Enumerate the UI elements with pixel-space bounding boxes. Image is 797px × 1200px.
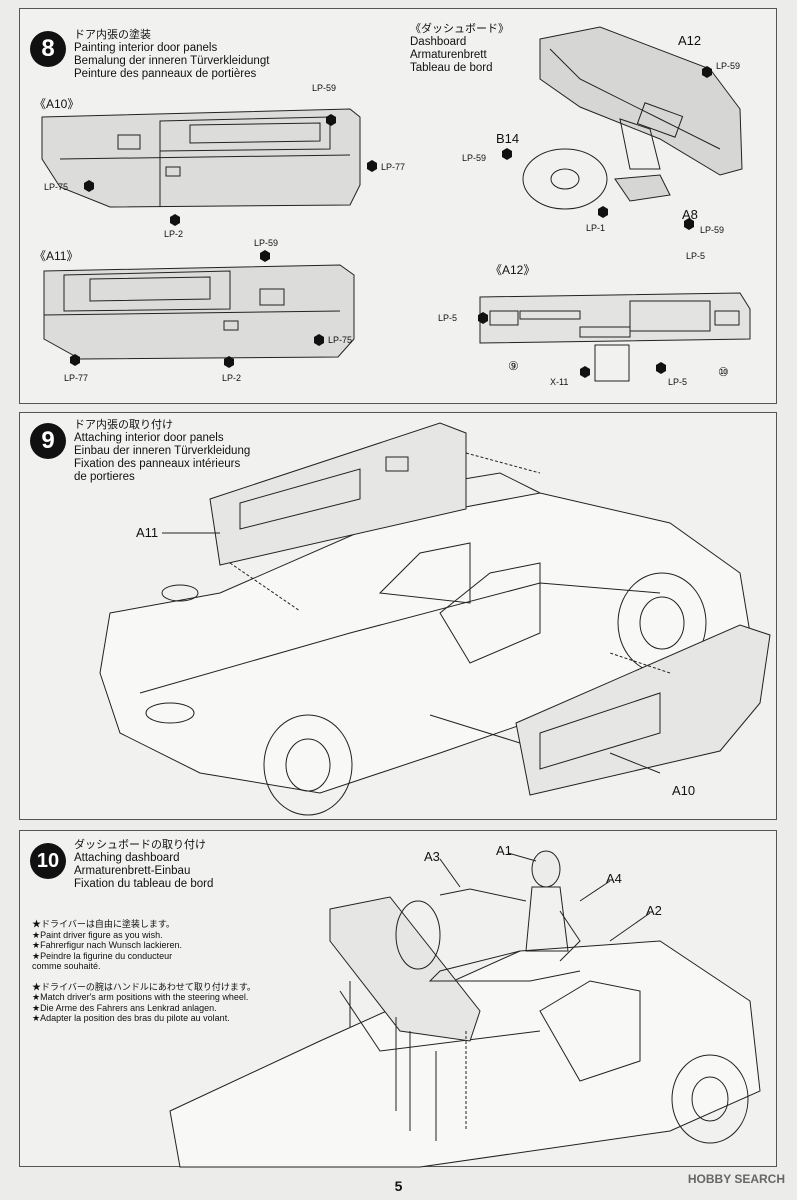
label-a10-lp2: LP-2 <box>164 229 184 239</box>
note-line: ★Fahrerfigur nach Wunsch lackieren. <box>32 940 182 950</box>
step-10-title: ダッシュボードの取り付け Attaching dashboard Armatur… <box>74 839 213 891</box>
label-lp1: LP-1 <box>586 223 606 233</box>
step-10-number: 10 <box>30 843 66 879</box>
color-markers <box>70 66 712 378</box>
dashboard-title: 《ダッシュボード》 Dashboard Armaturenbrett Table… <box>410 23 509 75</box>
note-line: ★ドライバーは自由に塗装します。 <box>32 919 175 929</box>
label-a12: A12 <box>678 33 702 48</box>
label-a12-lp59: LP-59 <box>716 61 741 71</box>
step-9-title-fr-2: de portieres <box>74 471 135 483</box>
ref-step-10: ⑩ <box>718 365 729 379</box>
note-line: ★Match driver's arm positions with the s… <box>32 992 249 1002</box>
label-a10-lp77: LP-77 <box>381 162 406 172</box>
ref-step-9: ⑨ <box>508 359 519 373</box>
step-8-title-jp: ドア内張の塗装 <box>74 29 151 41</box>
label-a8-lp59: LP-59 <box>700 225 725 235</box>
label-a12v-lp5-left: LP-5 <box>438 313 458 323</box>
step-9-drawing <box>99 422 771 816</box>
label-b14-lp59: LP-59 <box>462 153 487 163</box>
step-9-panel: 9 ドア内張の取り付け Attaching interior door pane… <box>19 412 777 820</box>
step-9-title: ドア内張の取り付け Attaching interior door panels… <box>74 419 250 484</box>
note-line: ★ドライバーの腕はハンドルにあわせて取り付けます。 <box>32 981 256 992</box>
step-9-number: 9 <box>30 423 66 459</box>
label-a12v-lp5-bottom: LP-5 <box>668 377 688 387</box>
step-9-title-fr: Fixation des panneaux intérieurs <box>74 458 241 470</box>
label-a11: A11 <box>136 525 159 540</box>
door-panel-a10-drawing <box>41 108 361 208</box>
label-a2: A2 <box>646 903 662 918</box>
label-a10-lp59: LP-59 <box>312 83 337 93</box>
note-line <box>32 972 332 982</box>
step-10-title-jp: ダッシュボードの取り付け <box>74 839 206 851</box>
step-8-number: 8 <box>30 31 66 67</box>
step-8-title-en: Painting interior door panels <box>74 42 218 54</box>
note-line: ★Peindre la figurine du conducteur <box>32 950 173 961</box>
label-a11-lp75: LP-75 <box>328 335 353 345</box>
step-9-title-jp: ドア内張の取り付け <box>74 419 173 431</box>
watermark: HOBBY SEARCH <box>687 1172 785 1186</box>
dashboard-title-en: Dashboard <box>410 36 467 48</box>
dashboard-title-de: Armaturenbrett <box>410 49 487 61</box>
step-10-title-en: Attaching dashboard <box>74 852 180 864</box>
dashboard-3d-drawing <box>522 26 743 210</box>
subheading-a10: 《A10》 <box>34 97 80 111</box>
step-8-title-fr: Peinture des panneaux de portières <box>74 68 257 80</box>
subheading-a12: 《A12》 <box>490 263 536 277</box>
label-a8: A8 <box>682 207 698 222</box>
dashboard-title-fr: Tableau de bord <box>410 62 493 74</box>
step-9-title-en: Attaching interior door panels <box>74 432 224 444</box>
label-a10-lp75: LP-75 <box>44 182 69 192</box>
label-a3: A3 <box>424 849 440 864</box>
label-a1: A1 <box>496 843 512 858</box>
step-8-title: ドア内張の塗装 Painting interior door panels Be… <box>74 29 269 81</box>
step-8-panel: 8 ドア内張の塗装 Painting interior door panels … <box>19 8 777 404</box>
door-panel-a11-drawing <box>43 264 355 360</box>
label-a12v-lp5-top: LP-5 <box>686 251 706 261</box>
note-line: ★Paint driver figure as you wish. <box>32 929 163 940</box>
label-b14: B14 <box>496 131 520 146</box>
step-10-drawing <box>169 850 761 1168</box>
page-number: 5 <box>394 1178 403 1194</box>
label-a11-lp77: LP-77 <box>64 373 89 383</box>
dashboard-title-jp: 《ダッシュボード》 <box>410 23 509 35</box>
label-a11-lp59: LP-59 <box>254 238 279 248</box>
label-a11-lp2: LP-2 <box>222 373 242 383</box>
step-10-notes: ★ドライバーは自由に塗装します。 ★Paint driver figure as… <box>32 919 332 1024</box>
label-a10: A10 <box>672 783 696 798</box>
dashboard-front-drawing <box>479 292 751 382</box>
subheading-a11: 《A11》 <box>34 249 79 263</box>
step-8-title-de: Bemalung der inneren Türverkleidungt <box>74 55 270 67</box>
step-8-drawings <box>41 26 751 382</box>
step-10-title-fr: Fixation du tableau de bord <box>74 878 214 890</box>
label-x11: X-11 <box>550 377 569 387</box>
step-9-title-de: Einbau der inneren Türverkleidung <box>74 445 251 457</box>
note-line: ★Adapter la position des bras du pilote … <box>32 1013 230 1023</box>
step-10-title-de: Armaturenbrett-Einbau <box>74 865 191 877</box>
label-a4: A4 <box>606 871 622 886</box>
note-line: ★Die Arme des Fahrers ans Lenkrad anlage… <box>32 1002 217 1013</box>
note-line: comme souhaité. <box>32 961 101 971</box>
step-10-panel: 10 ダッシュボードの取り付け Attaching dashboard Arma… <box>19 830 777 1168</box>
